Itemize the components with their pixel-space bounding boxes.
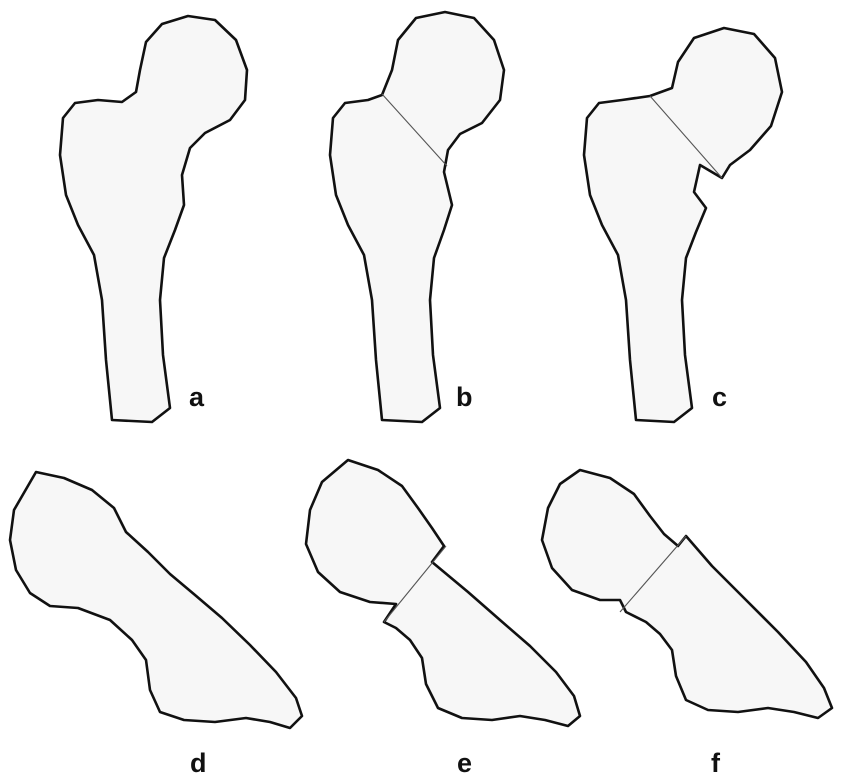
panel-e: e: [306, 460, 580, 775]
panel-label-a: a: [189, 382, 205, 412]
femur-outline: [330, 12, 504, 422]
femur-outline: [10, 472, 302, 728]
panel-f: f: [542, 470, 832, 775]
panel-label-c: c: [712, 382, 727, 412]
panel-label-d: d: [190, 748, 207, 775]
femur-outline: [60, 16, 247, 422]
femur-outline: [584, 28, 782, 422]
panel-label-f: f: [711, 748, 721, 775]
panel-b: b: [330, 12, 504, 422]
femur-outline: [306, 460, 580, 726]
panel-a: a: [60, 16, 247, 422]
femur-outline: [542, 470, 832, 718]
panel-label-b: b: [456, 382, 473, 412]
panel-d: d: [10, 472, 302, 775]
panel-label-e: e: [457, 748, 472, 775]
panel-c: c: [584, 28, 782, 422]
